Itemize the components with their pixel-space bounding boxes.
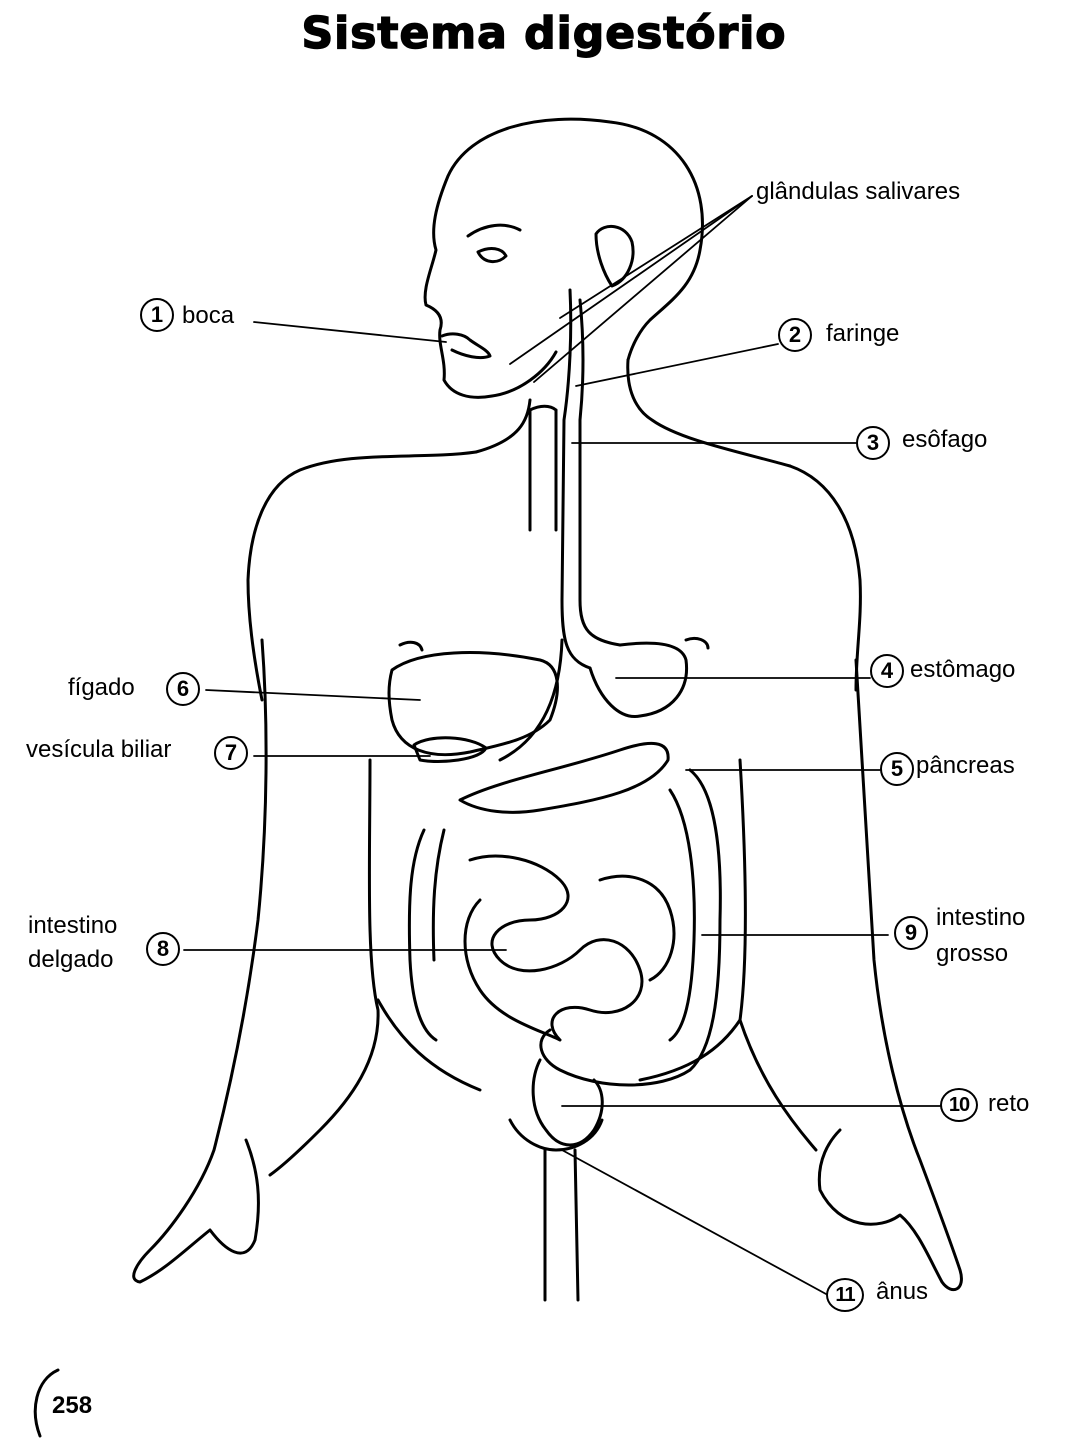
label-salivary-glands: glândulas salivares [756,178,961,205]
right-arm [738,658,963,1292]
label-figado: fígado [68,674,135,701]
label-pancreas: pâncreas [916,752,1015,779]
chest-marks [398,636,710,652]
label-anus: ânus [876,1278,929,1305]
stomach [498,638,689,762]
eye-outline [466,223,522,263]
badge-8: 8 [146,932,180,966]
badge-4: 4 [870,654,904,688]
trachea [528,404,558,532]
small-intestine [463,854,676,1042]
label-intestino-grosso-1: intestino [936,904,1026,931]
neck [474,358,792,468]
head-outline [423,117,704,399]
large-intestine [407,768,722,1087]
ear-outline [594,225,635,288]
badge-10: 10 [940,1088,978,1122]
badge-5: 5 [880,752,914,786]
label-intestino-delgado-2: delgado [28,946,114,973]
pointer-lines [183,195,941,1295]
torso-outline [246,450,862,702]
badge-1: 1 [140,298,174,332]
badge-9: 9 [894,916,928,950]
badge-7: 7 [214,736,248,770]
page-corner-arc [33,1368,60,1438]
badge-6: 6 [166,672,200,706]
page-title: Sistema digestório [301,7,787,60]
lower-torso [376,998,742,1302]
badge-11: 11 [826,1278,864,1312]
label-estomago: estômago [910,656,1016,683]
label-intestino-delgado-1: intestino [28,912,118,939]
label-boca: boca [182,302,235,329]
badge-3: 3 [856,426,890,460]
label-vesicula-biliar: vesícula biliar [26,736,172,763]
left-arm [132,638,380,1284]
page-number: 258 [52,1392,93,1419]
label-reto: reto [988,1090,1030,1117]
lips [440,332,492,360]
label-faringe: faringe [826,320,900,347]
gallbladder [412,736,488,763]
label-esofago: esôfago [902,426,988,453]
badge-2: 2 [778,318,812,352]
liver [387,651,559,757]
pancreas [458,741,670,814]
label-intestino-grosso-2: grosso [936,940,1009,967]
rectum [531,1058,604,1147]
esophagus [560,288,622,670]
